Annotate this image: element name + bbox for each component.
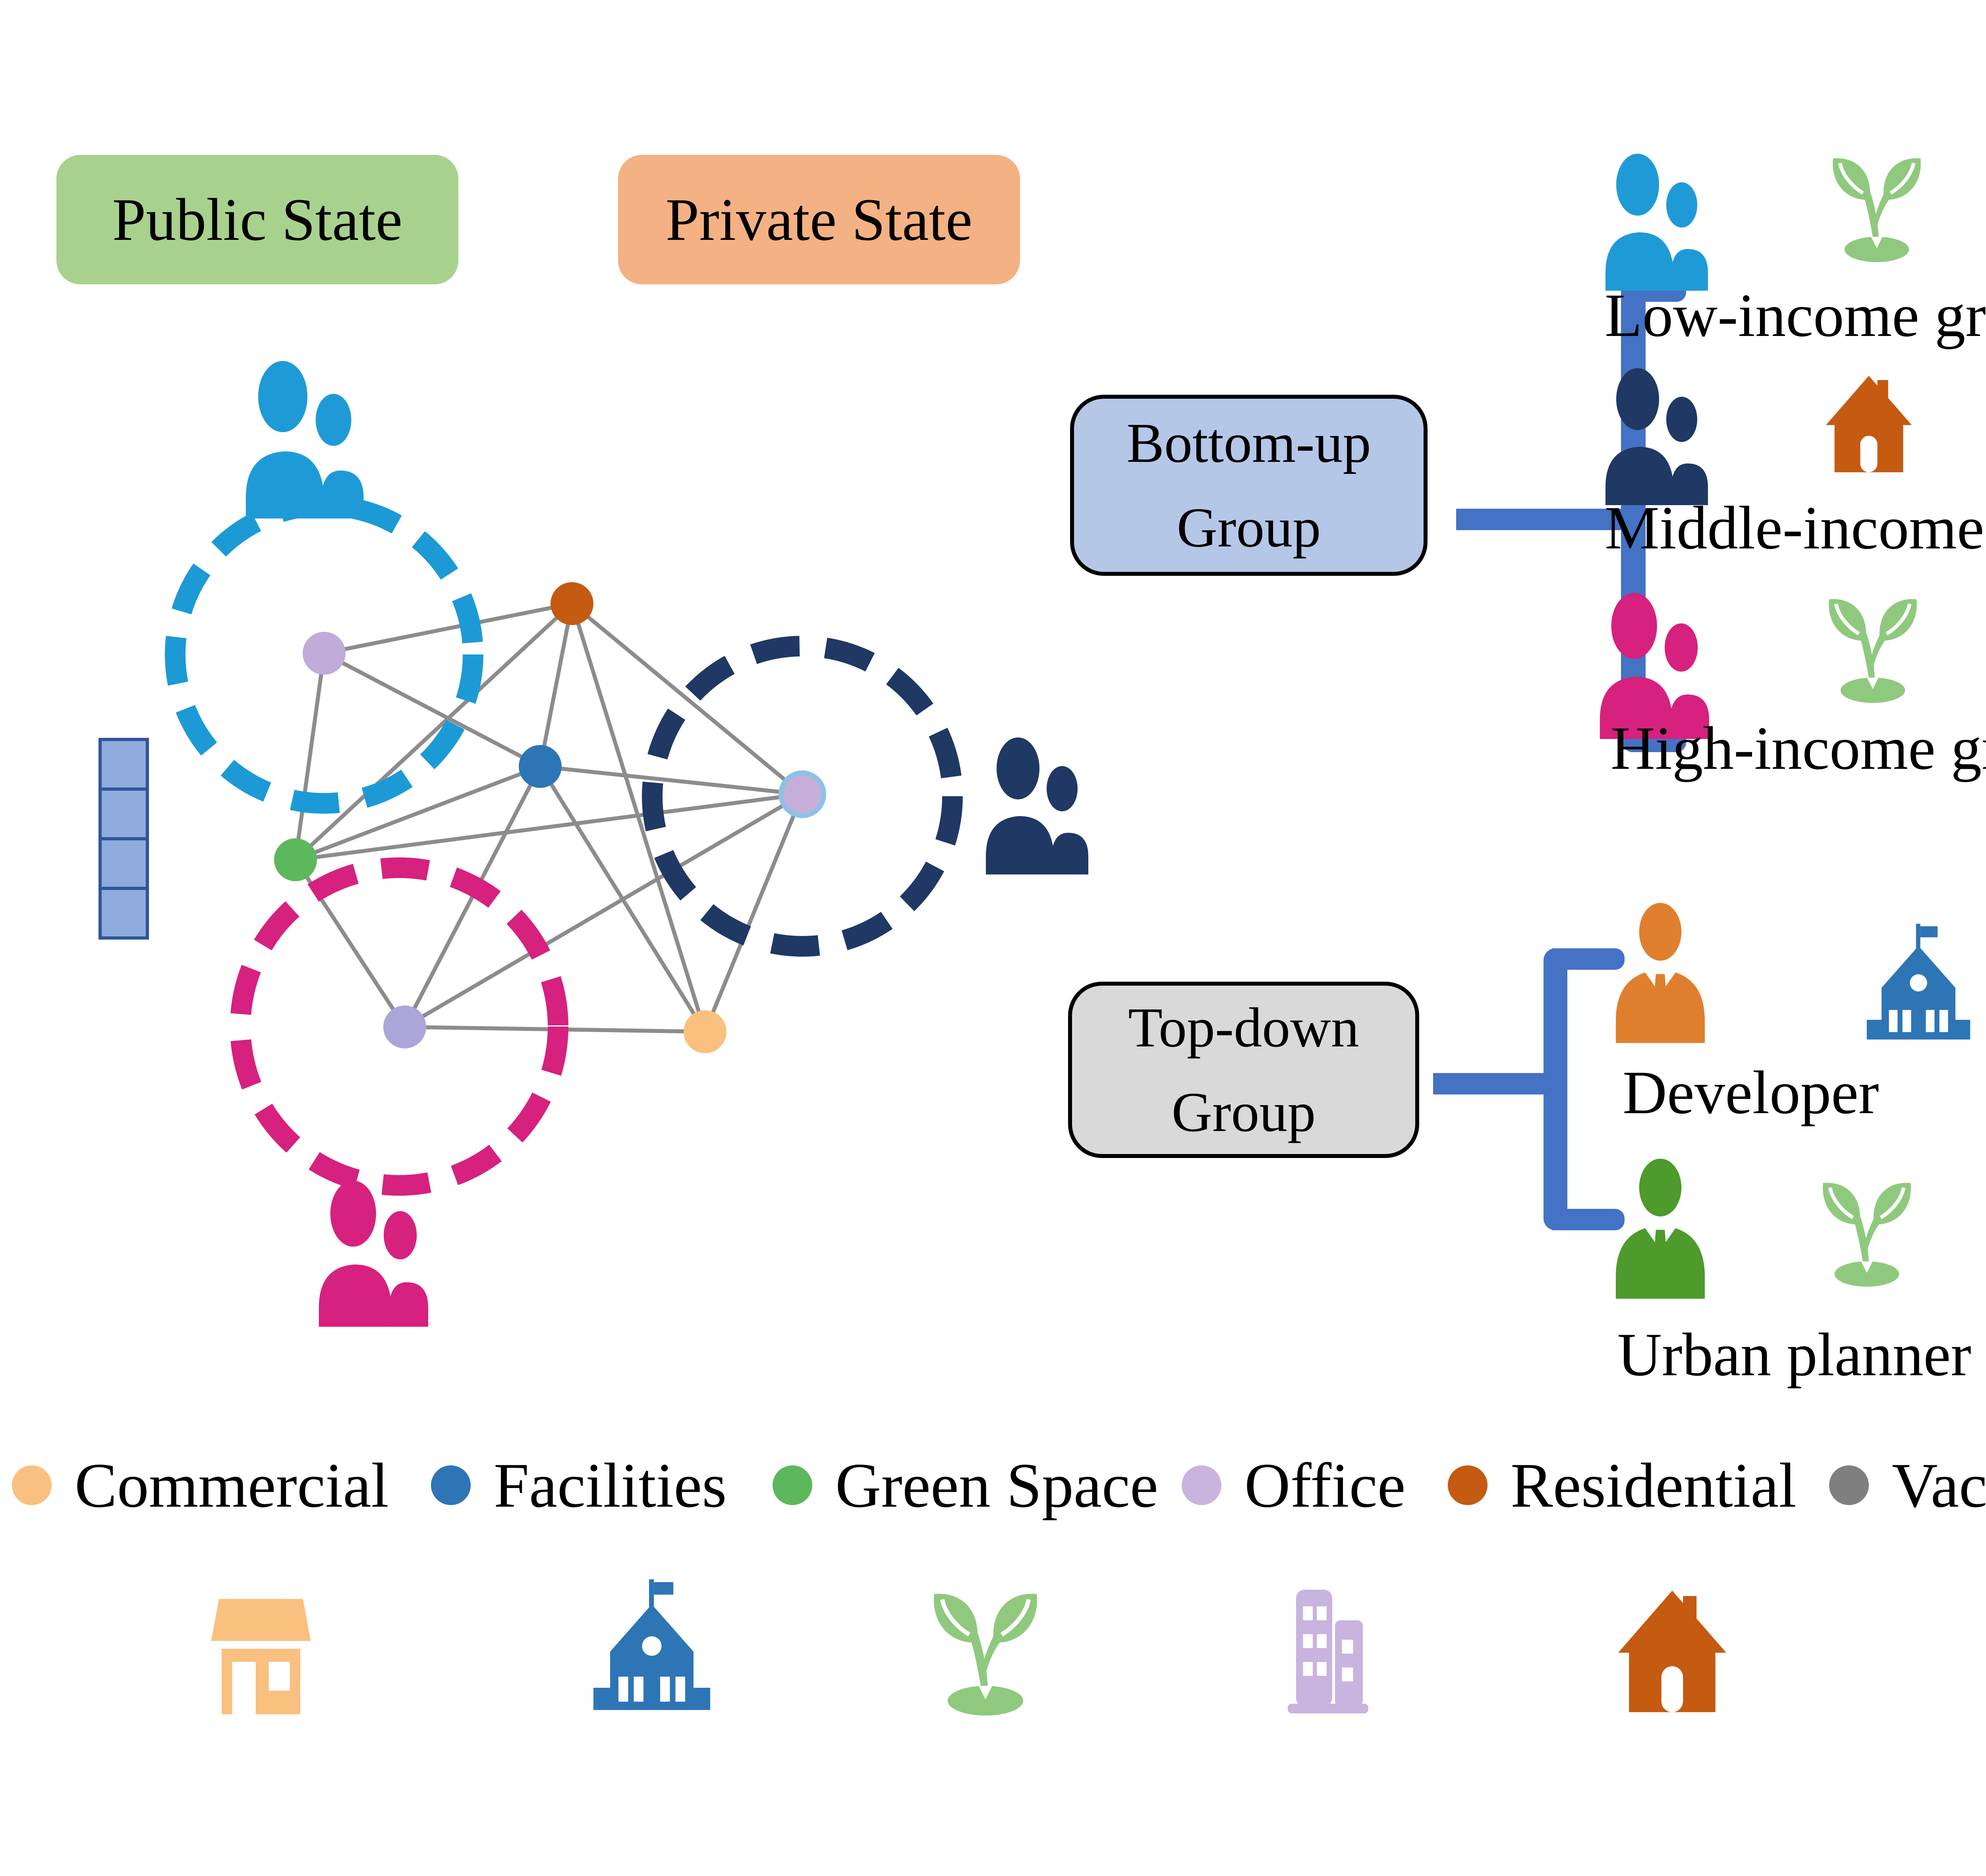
network-node-office-1 xyxy=(303,632,346,675)
green-space-dot-icon xyxy=(773,1465,812,1505)
bottom-up-bracket-spine xyxy=(1621,280,1646,752)
network-node-office-3 xyxy=(383,1006,426,1048)
green-space-sprout-icon xyxy=(916,1581,1055,1716)
network-edge xyxy=(295,764,541,862)
urban-planner-label: Urban planner xyxy=(1617,1320,1971,1389)
network-edge xyxy=(538,603,574,767)
grid-cell xyxy=(99,738,149,791)
high-income-sprout-icon xyxy=(1813,588,1932,703)
network-edge xyxy=(703,793,804,1033)
middle-income-row-people-icon xyxy=(1601,363,1720,511)
residential-house-icon xyxy=(1605,1583,1740,1718)
network-node-office-2 xyxy=(779,770,826,818)
network-edge xyxy=(404,792,804,1029)
low-income-people-icon xyxy=(240,355,377,525)
blue-grid-cells xyxy=(99,738,149,940)
top-down-bracket-spine xyxy=(1544,948,1567,1230)
network-edge xyxy=(540,764,803,796)
legend-label-residential: Residential xyxy=(1511,1449,1797,1521)
legend-label-vacant-developer: Vacant Developer xyxy=(1892,1449,1986,1521)
developer-label: Developer xyxy=(1623,1058,1879,1127)
legend-label-facilities: Facilities xyxy=(494,1449,727,1521)
network-edge xyxy=(570,603,707,1033)
vacant-developer-dot-icon xyxy=(1829,1465,1869,1505)
commercial-store-icon xyxy=(195,1588,326,1720)
bottom-up-connector-bar xyxy=(1456,509,1621,530)
public-state-box: Public State xyxy=(56,155,458,284)
office-building-icon xyxy=(1257,1579,1396,1718)
top-down-connector-bar xyxy=(1433,1073,1544,1094)
private-state-label: Private State xyxy=(665,186,973,253)
middle-income-people-icon xyxy=(981,733,1100,880)
group-circle-high-income xyxy=(230,857,568,1196)
grid-cell xyxy=(99,787,149,840)
bottom-up-group-box: Bottom-up Group xyxy=(1070,395,1428,576)
low-income-group-label: Low-income group xyxy=(1605,281,1986,349)
top-down-group-label-line1: Top-down xyxy=(1128,996,1359,1059)
grid-cell xyxy=(99,887,149,940)
public-state-label: Public State xyxy=(112,186,403,253)
network-node-residential-1 xyxy=(551,582,593,625)
group-circle-middle-income xyxy=(642,636,963,957)
top-down-group-label-line2: Group xyxy=(1171,1081,1316,1143)
middle-income-house-icon xyxy=(1813,369,1924,477)
legend-item-office: Office xyxy=(1182,1448,1406,1523)
legend-label-office: Office xyxy=(1244,1449,1406,1521)
legend-item-vacant-developer: Vacant Developer xyxy=(1829,1448,1986,1523)
network-edge xyxy=(294,602,574,861)
developer-school-icon xyxy=(1855,921,1982,1044)
top-down-group-box: Top-down Group xyxy=(1068,982,1419,1158)
commercial-dot-icon xyxy=(12,1465,52,1505)
residential-dot-icon xyxy=(1448,1465,1488,1505)
urban-planner-sprout-icon xyxy=(1805,1172,1928,1287)
legend-label-commercial: Commercial xyxy=(75,1449,389,1521)
legend-label-green-space: Green Space xyxy=(835,1449,1158,1521)
network-node-facilities-1 xyxy=(519,745,562,788)
legend-item-residential: Residential xyxy=(1448,1448,1797,1523)
bottom-up-group-label-line2: Group xyxy=(1177,496,1321,559)
network-edge xyxy=(295,792,803,862)
facilities-dot-icon xyxy=(431,1465,471,1505)
low-income-row-people-icon xyxy=(1601,149,1720,297)
private-state-box: Private State xyxy=(618,155,1020,284)
middle-income-group-label: Middle-income group xyxy=(1605,494,1986,562)
office-dot-icon xyxy=(1182,1465,1221,1505)
network-edge xyxy=(323,651,541,768)
low-income-sprout-icon xyxy=(1817,147,1936,262)
network-edge xyxy=(570,602,804,796)
network-edge xyxy=(324,602,572,655)
legend-item-commercial: Commercial xyxy=(12,1448,389,1523)
developer-person-icon xyxy=(1605,901,1716,1045)
urban-planner-person-icon xyxy=(1605,1156,1716,1301)
facilities-school-icon xyxy=(582,1577,721,1716)
high-income-group-label: High-income group xyxy=(1611,714,1986,782)
grid-cell xyxy=(99,837,149,890)
bottom-up-group-label-line1: Bottom-up xyxy=(1126,411,1371,474)
network-edge xyxy=(294,653,326,860)
high-income-people-icon xyxy=(314,1175,441,1333)
legend-item-green-space: Green Space xyxy=(773,1448,1158,1523)
network-node-commercial-1 xyxy=(684,1010,726,1053)
legend-item-facilities: Facilities xyxy=(431,1448,727,1523)
network-node-green-1 xyxy=(274,838,317,881)
